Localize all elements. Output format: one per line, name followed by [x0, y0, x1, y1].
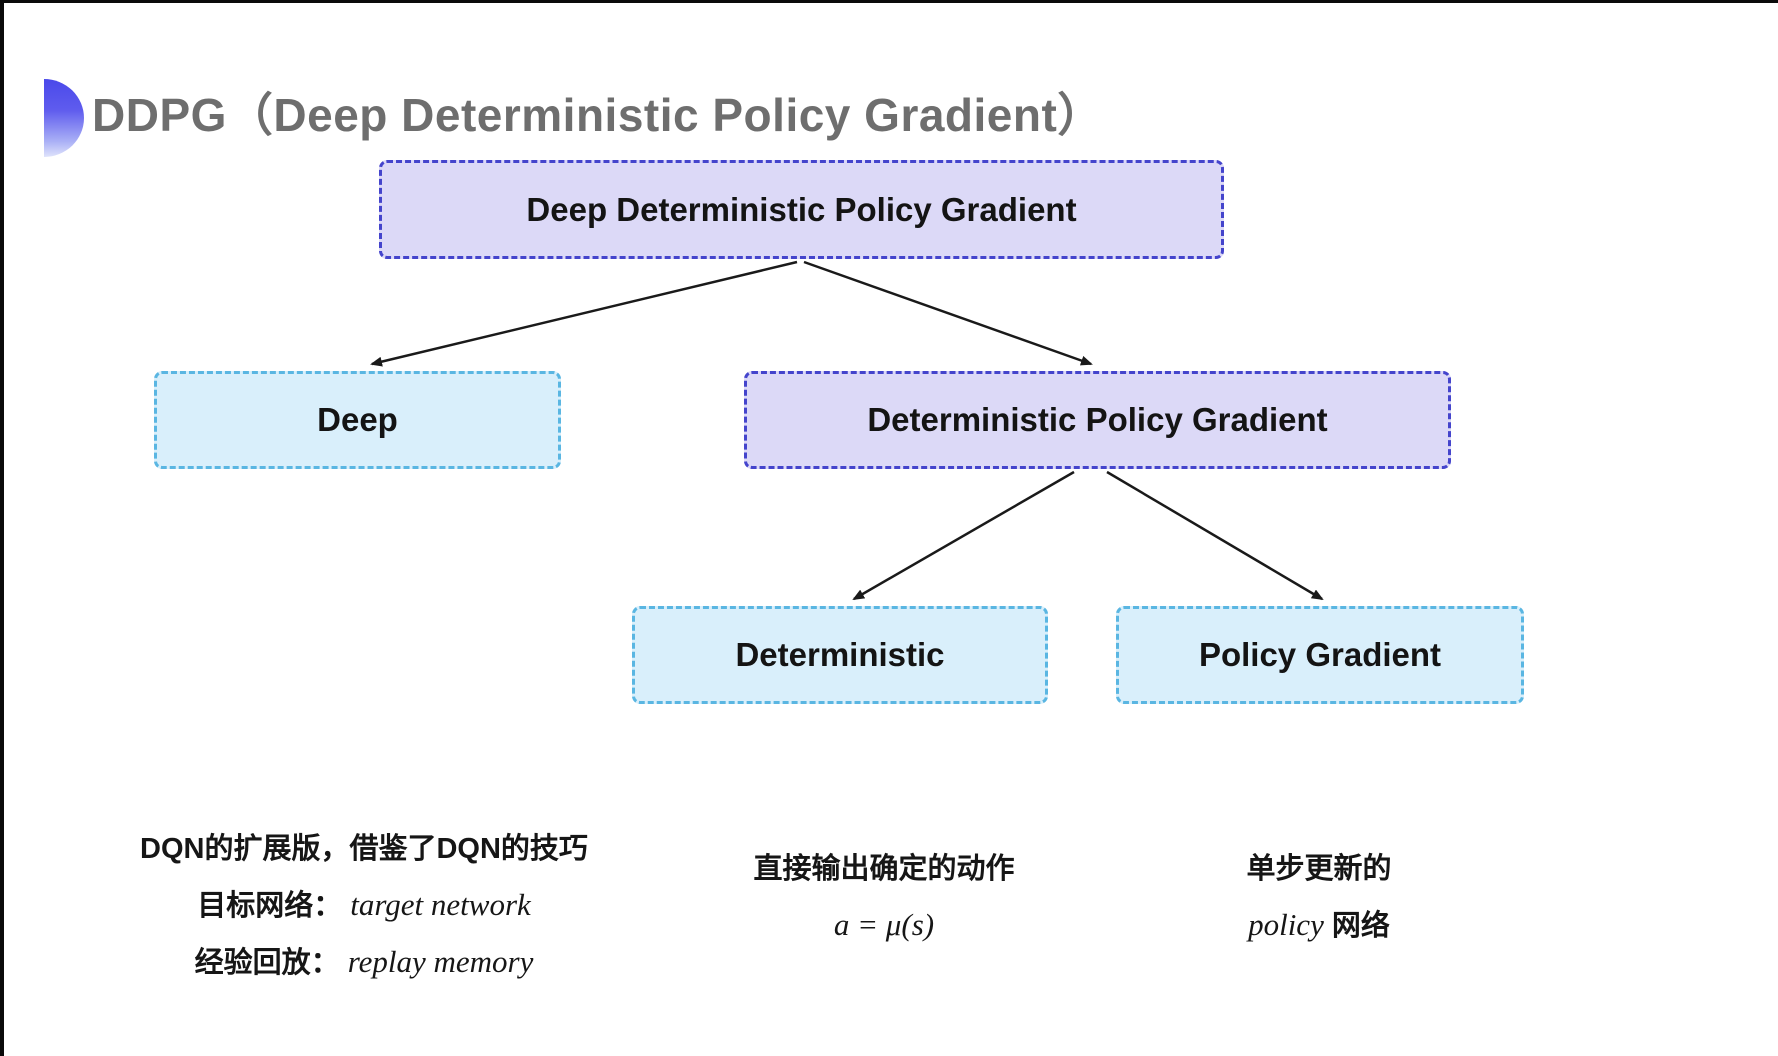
note-policy-gradient: 单步更新的 policy 网络: [1129, 855, 1509, 941]
note-line: policy 网络: [1248, 907, 1390, 942]
note-line: DQN的扩展版，借鉴了DQN的技巧: [140, 833, 588, 865]
note-line: 经验回放： replay memory: [194, 944, 534, 979]
accent-semicircle-icon: [44, 79, 84, 157]
term-replay-memory: replay memory: [347, 944, 534, 979]
formula-a-equals-mu-s: a = μ(s): [833, 907, 935, 942]
note-deep: DQN的扩展版，借鉴了DQN的技巧 目标网络： target network 经…: [114, 835, 614, 978]
node-deep: Deep: [154, 371, 561, 469]
page-title: DDPG（Deep Deterministic Policy Gradient）: [92, 89, 1104, 141]
note-line: a = μ(s): [694, 909, 1074, 941]
node-policy-gradient: Policy Gradient: [1116, 606, 1524, 704]
node-deterministic: Deterministic: [632, 606, 1048, 704]
arrow-dpg-to-policy-gradient: [1106, 470, 1324, 601]
node-deep-deterministic-policy-gradient: Deep Deterministic Policy Gradient: [379, 160, 1224, 259]
note-line: 目标网络： target network: [197, 887, 531, 922]
arrow-root-to-deep: [370, 260, 798, 367]
note-line: 直接输出确定的动作: [753, 853, 1015, 885]
term-target-network: target network: [350, 887, 531, 922]
term-policy: policy: [1248, 907, 1324, 942]
node-label: Deterministic Policy Gradient: [867, 401, 1328, 438]
arrow-root-to-dpg: [803, 260, 1093, 366]
node-label: Deep: [317, 401, 398, 438]
node-label: Deterministic: [735, 636, 945, 673]
note-deterministic: 直接输出确定的动作 a = μ(s): [694, 855, 1074, 941]
node-label: Policy Gradient: [1198, 636, 1442, 673]
note-line: 单步更新的: [1246, 853, 1392, 885]
node-label: Deep Deterministic Policy Gradient: [526, 190, 1077, 228]
node-deterministic-policy-gradient: Deterministic Policy Gradient: [744, 371, 1451, 469]
arrow-dpg-to-deterministic: [852, 470, 1075, 601]
